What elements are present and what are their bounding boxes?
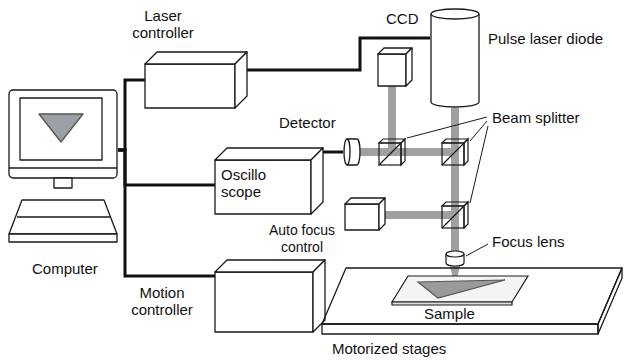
motion-controller-box — [215, 260, 325, 272]
motion-controller-box — [215, 272, 313, 332]
ccd-camera: CCD — [378, 48, 412, 86]
motorized-stage: Motorized stages — [322, 268, 622, 338]
motorized-stage — [598, 268, 622, 334]
node-label: Motion controller — [115, 284, 209, 318]
monitor-stand — [54, 178, 72, 188]
laser-controller-box: Laser controller — [145, 52, 247, 108]
node-label: Computer — [32, 260, 116, 277]
oscilloscope-box — [311, 148, 323, 214]
part-label: Focus lens — [492, 234, 565, 250]
beam-splitter-cube — [442, 206, 464, 228]
leader-line — [470, 121, 487, 141]
node-label: Laser controller — [115, 7, 211, 41]
laser-beam — [388, 86, 396, 152]
beam-splitter-cube — [442, 143, 464, 165]
laser-controller-box — [235, 52, 247, 108]
ccd-camera — [378, 48, 412, 86]
computer: Computer — [8, 88, 118, 253]
computer-screen — [20, 98, 102, 160]
sample-plate — [392, 276, 528, 302]
sample-triangle — [418, 280, 505, 298]
sample-plate — [392, 276, 528, 305]
beam-splitter-cube — [442, 206, 464, 228]
detector-lens — [344, 139, 350, 165]
screen-icon — [39, 114, 83, 142]
detector-lens — [343, 138, 359, 166]
node-label: Pulse laser diode — [488, 30, 623, 47]
cable-line — [118, 150, 215, 276]
pulse-laser-diode — [431, 9, 479, 19]
beam-splitter-cube — [464, 202, 468, 228]
beam-splitter-cube — [442, 143, 464, 165]
motorized-stage — [322, 268, 622, 324]
auto-focus-box — [379, 198, 385, 230]
laser-beam — [385, 211, 455, 219]
pulse-laser-diode: Pulse laser diode — [430, 8, 480, 108]
auto-focus-box — [345, 204, 379, 230]
beam-splitter-cube — [464, 139, 468, 165]
leader-line — [470, 126, 488, 203]
cable-line — [118, 150, 215, 185]
auto-focus-box — [345, 198, 385, 230]
computer-monitor — [9, 90, 117, 178]
beam-splitter-cube — [401, 139, 405, 165]
sample-plate — [392, 302, 512, 305]
motion-controller-box — [215, 260, 325, 332]
beam-splitter-cube — [379, 143, 401, 165]
focus-lens — [446, 251, 464, 257]
pulse-laser-diode — [431, 14, 479, 107]
focus-lens — [446, 251, 464, 266]
cable-line — [323, 151, 343, 154]
cable-line — [118, 80, 145, 150]
oscilloscope-box — [215, 148, 323, 160]
ccd-camera — [406, 48, 412, 86]
ccd-camera — [378, 54, 406, 86]
part-label: Beam splitter — [492, 110, 580, 126]
node-label: Detector — [279, 114, 351, 131]
oscilloscope-box: Oscillo scope — [215, 148, 323, 214]
beam-splitter-cube — [379, 143, 401, 165]
motorized-stage — [322, 324, 598, 334]
laser-beam — [359, 148, 455, 156]
node-label: Oscillo scope — [221, 166, 291, 200]
auto-focus-box: Auto focus control — [345, 198, 385, 230]
part-label: Sample — [424, 306, 475, 322]
pulse-laser-diode — [430, 8, 480, 108]
computer — [8, 88, 118, 253]
keyboard — [9, 234, 117, 242]
laser-beam — [451, 108, 459, 252]
laser-controller-box — [145, 52, 247, 108]
leader-line — [407, 117, 488, 256]
node-label: CCD — [386, 10, 436, 27]
leader-line — [466, 244, 488, 256]
laser-controller-box — [145, 52, 247, 64]
motorized-stage — [322, 268, 622, 338]
detector-lens: Detector — [343, 138, 359, 166]
node-label: Auto focus control — [261, 222, 343, 256]
beam-splitter-cube — [379, 139, 468, 228]
oscilloscope-box — [215, 160, 311, 214]
laser-controller-box — [145, 64, 235, 108]
motion-controller-box: Motion controller — [215, 260, 325, 332]
keyboard-keys — [17, 216, 110, 217]
keyboard — [9, 200, 117, 234]
node-label: Motorized stages — [332, 340, 532, 357]
monitor-edge — [9, 167, 117, 168]
